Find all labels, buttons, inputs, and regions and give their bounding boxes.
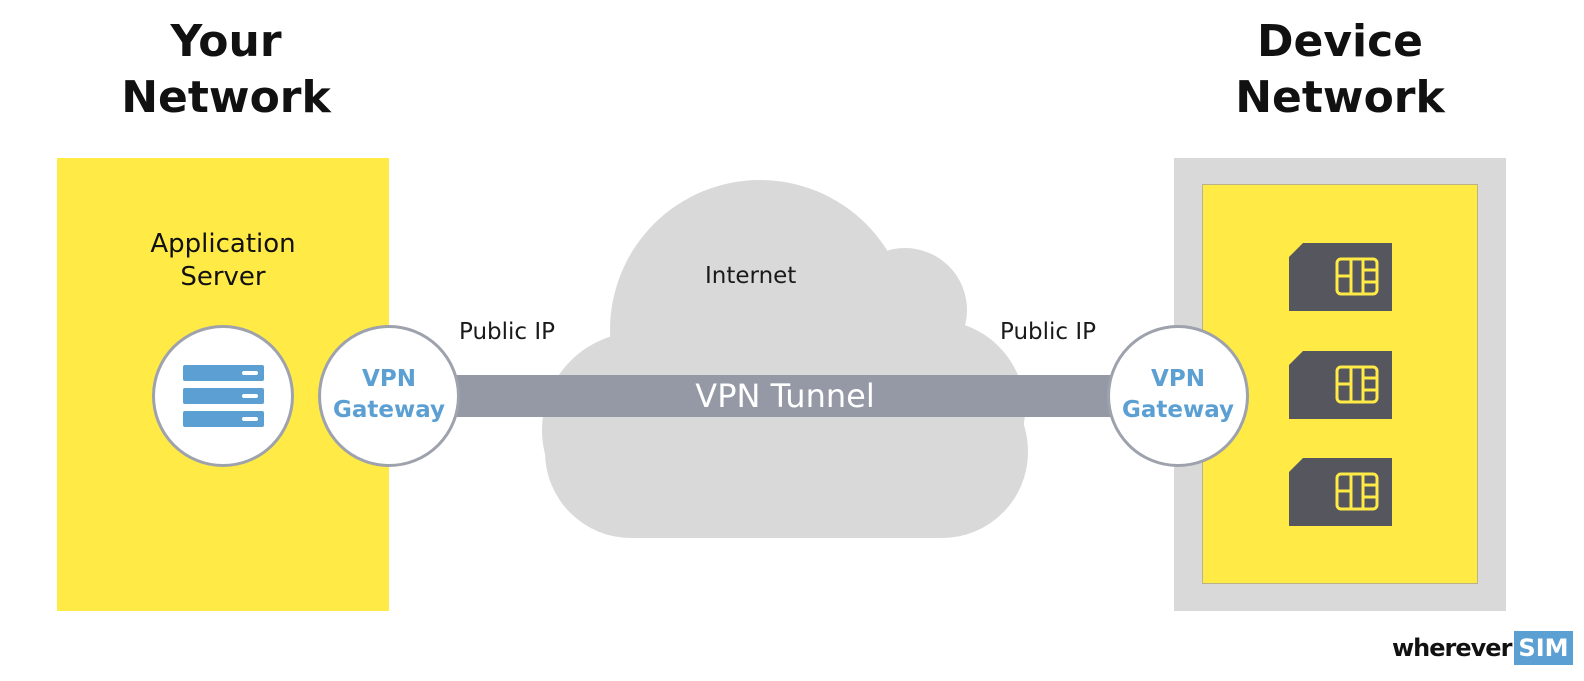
vpn-tunnel-bar [440, 375, 1130, 417]
application-server-label: Application Server [150, 229, 296, 292]
your-network-title: Your Network [121, 16, 331, 123]
vpn-gateway-left-label: VPN Gateway [332, 366, 446, 423]
internet-label: Internet [705, 263, 797, 289]
device-network-title: Device Network [1235, 16, 1445, 123]
vpn-gateway-left [318, 325, 460, 467]
sim-card-icon-3 [1289, 458, 1392, 526]
vpn-gateway-right [1107, 325, 1249, 467]
public-ip-right-label: Public IP [1000, 319, 1097, 345]
vpn-gateway-right-label: VPN Gateway [1121, 366, 1235, 423]
internet-cloud [542, 180, 1028, 538]
server-circle [152, 325, 294, 467]
logo-word: wherever [1392, 634, 1512, 662]
wherever-sim-logo: wherever SIM [1392, 630, 1573, 666]
sim-card-icon-1 [1289, 243, 1392, 311]
logo-badge: SIM [1514, 631, 1573, 665]
public-ip-left-label: Public IP [459, 319, 556, 345]
vpn-tunnel-label: VPN Tunnel [695, 377, 875, 415]
server-icon [183, 365, 264, 427]
sim-card-icon-2 [1289, 351, 1392, 419]
